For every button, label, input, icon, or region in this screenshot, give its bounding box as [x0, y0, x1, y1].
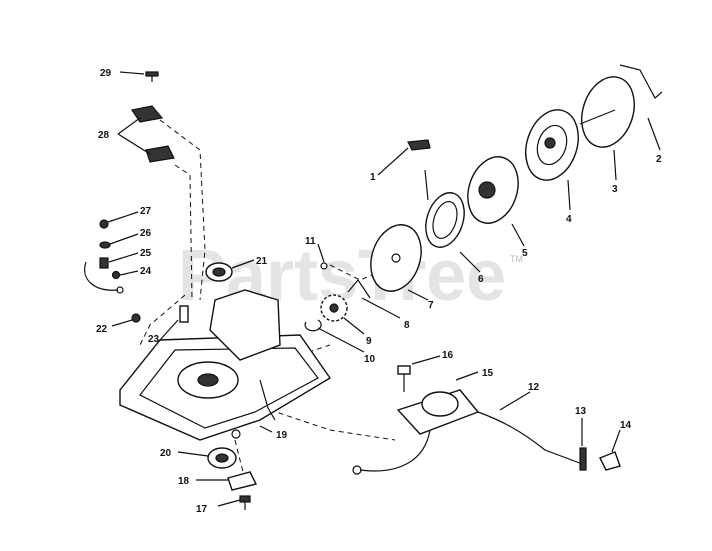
part-13-shape — [579, 447, 587, 471]
callout-29: 29 — [100, 68, 112, 79]
callout-24: 24 — [140, 266, 152, 277]
ground-wire — [359, 429, 431, 472]
callout-7: 7 — [428, 300, 434, 311]
callout-25: 25 — [140, 248, 152, 259]
part-11-shape — [320, 262, 328, 270]
part-6-shape — [425, 192, 465, 248]
part-18-shape — [227, 471, 258, 491]
callout-10: 10 — [364, 354, 376, 365]
leader-lines — [107, 71, 661, 507]
part-25-shape — [99, 257, 109, 269]
callout-14: 14 — [620, 420, 632, 431]
callout-13: 13 — [575, 406, 587, 417]
part-27-shape — [99, 219, 109, 229]
part-29-shape — [145, 71, 159, 77]
callout-19: 19 — [276, 430, 288, 441]
callout-17: 17 — [196, 504, 208, 515]
part-10-shape — [304, 319, 322, 332]
part-14-shape — [599, 451, 621, 471]
starter-assembly — [304, 64, 663, 332]
callout-8: 8 — [404, 320, 410, 331]
part-24-shape — [111, 270, 121, 280]
callout-21: 21 — [256, 256, 268, 267]
part-26-shape — [99, 241, 111, 249]
callout-22: 22 — [96, 324, 108, 335]
ignition-assembly — [352, 365, 621, 475]
callout-2: 2 — [656, 154, 662, 165]
part-23-shape — [179, 305, 189, 323]
part-28a-shape — [131, 105, 164, 123]
part-1-shape — [407, 139, 431, 151]
callout-23: 23 — [148, 334, 160, 345]
callout-15: 15 — [482, 368, 494, 379]
part-17-shape — [239, 495, 251, 503]
callout-28: 28 — [98, 130, 110, 141]
callout-20: 20 — [160, 448, 172, 459]
watermark-tm: TM — [510, 254, 523, 264]
part-12-shape — [477, 411, 586, 466]
part-2-shape — [619, 64, 663, 99]
callout-12: 12 — [528, 382, 540, 393]
base-housing — [119, 289, 332, 441]
part-28b-shape — [145, 145, 175, 163]
callout-labels: 1 2 3 4 5 6 7 8 9 10 11 12 13 14 15 16 1… — [96, 68, 662, 515]
part-7-shape — [370, 224, 422, 292]
callout-1: 1 — [370, 172, 376, 183]
small-parts — [84, 71, 258, 510]
callout-16: 16 — [442, 350, 454, 361]
part-22-shape — [131, 313, 141, 323]
callout-11: 11 — [305, 236, 316, 247]
part-8-shape — [347, 278, 371, 299]
callout-9: 9 — [366, 336, 372, 347]
part-16-shape — [397, 365, 411, 375]
callout-5: 5 — [522, 248, 528, 259]
callout-3: 3 — [612, 184, 618, 195]
part-3-shape — [581, 76, 635, 148]
callout-26: 26 — [140, 228, 152, 239]
callout-18: 18 — [178, 476, 190, 487]
callout-27: 27 — [140, 206, 152, 217]
callout-4: 4 — [566, 214, 572, 225]
callout-6: 6 — [478, 274, 484, 285]
